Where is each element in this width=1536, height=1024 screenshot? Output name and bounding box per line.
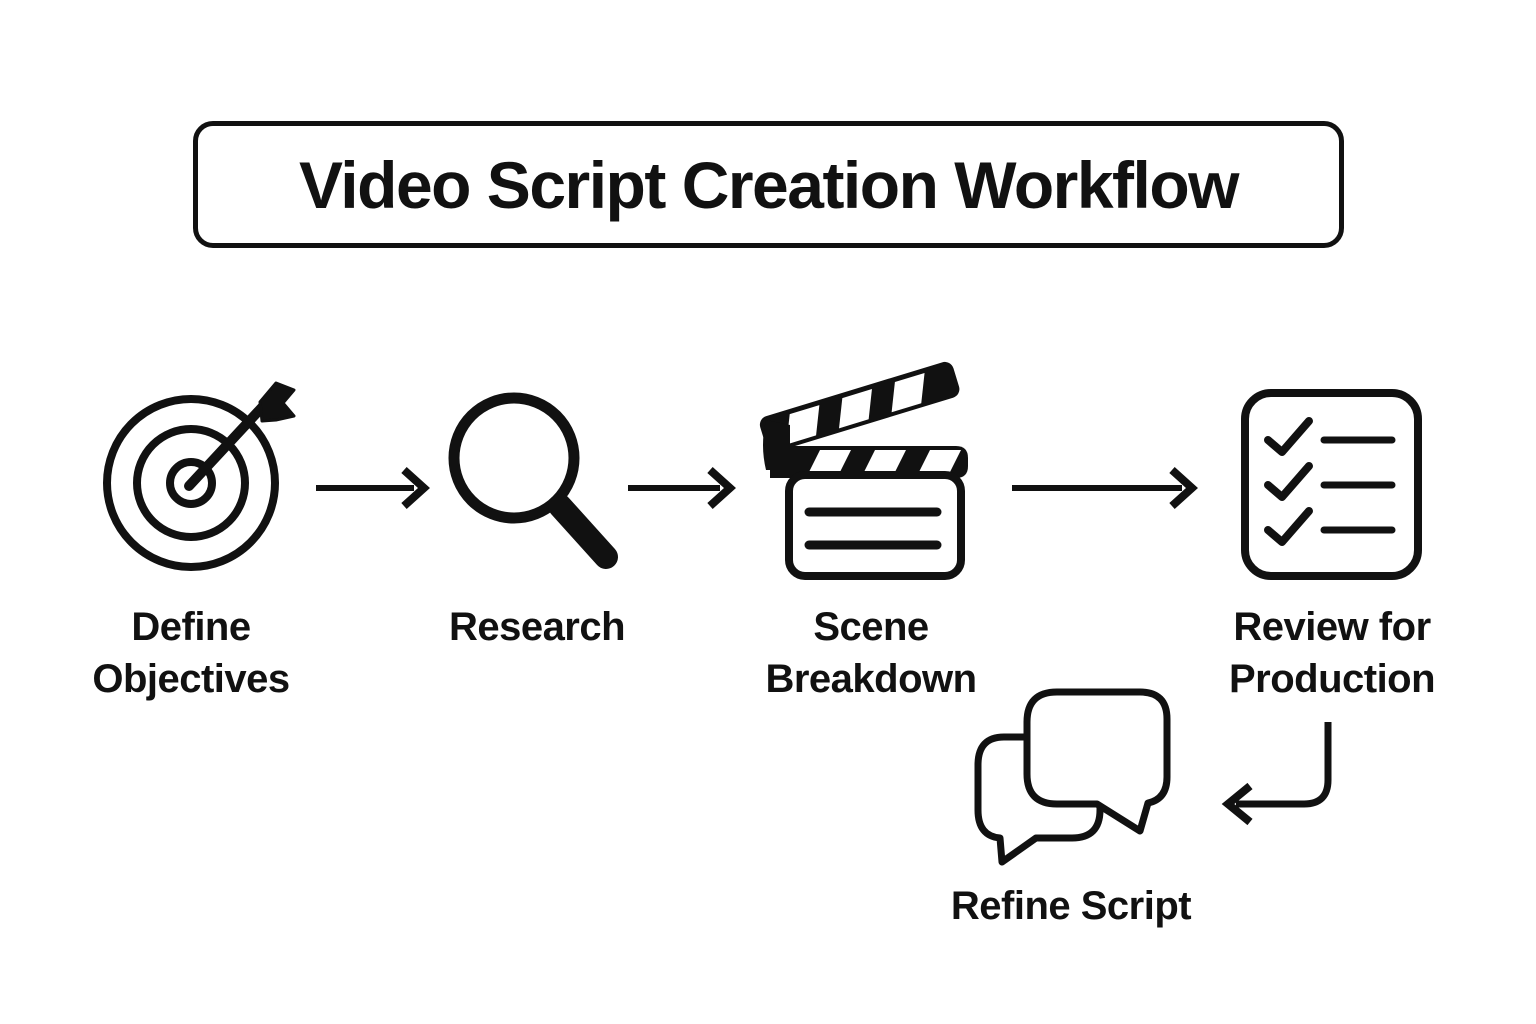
flow-arrow-elbow (1221, 722, 1332, 826)
label-line: Research (448, 605, 626, 649)
label-line: Define (131, 605, 251, 649)
target-arrow-icon (103, 381, 296, 571)
chat-bubbles-icon (974, 688, 1171, 866)
step-label-define-objectives: Define Objectives (92, 601, 290, 705)
label-line: Review for (1233, 605, 1431, 649)
label-line: Refine Script (950, 884, 1192, 928)
step-label-research: Research (448, 601, 626, 653)
magnifying-glass-icon (448, 392, 618, 569)
step-label-refine-script: Refine Script (950, 880, 1192, 932)
label-line: Scene (813, 605, 929, 649)
step-label-review-for-production: Review for Production (1228, 601, 1436, 705)
checklist-icon (1241, 389, 1422, 580)
label-line: Breakdown (765, 657, 977, 701)
flow-arrow-3 (1012, 467, 1198, 509)
label-line: Production (1228, 657, 1436, 701)
clapperboard-icon (759, 361, 968, 580)
diagram-title: Video Script Creation Workflow (298, 147, 1240, 222)
title-box: Video Script Creation Workflow (193, 121, 1344, 248)
flow-arrow-2 (628, 467, 736, 509)
label-line: Objectives (92, 657, 290, 701)
flow-arrow-1 (316, 467, 430, 509)
step-label-scene-breakdown: Scene Breakdown (765, 601, 977, 705)
